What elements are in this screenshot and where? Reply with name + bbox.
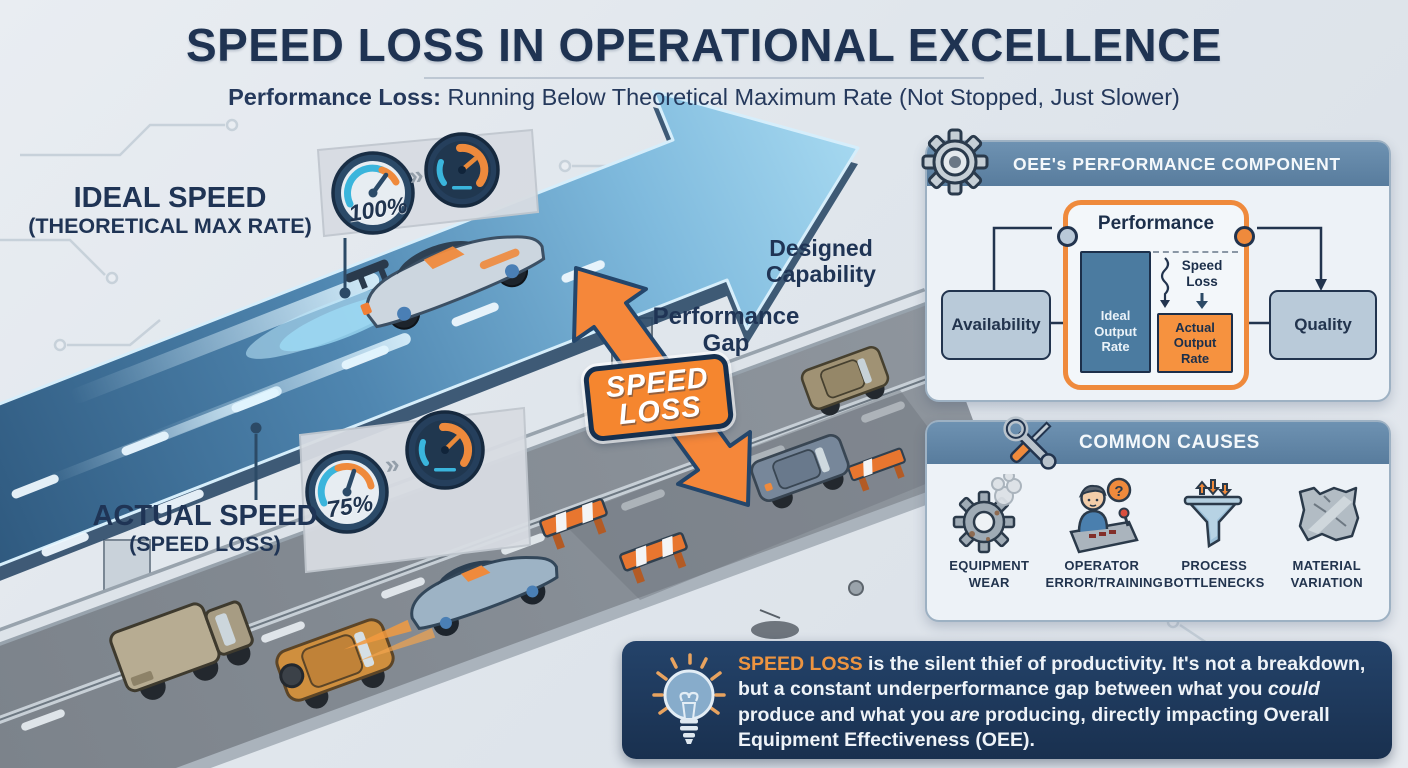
tools-icon (1003, 416, 1057, 470)
causes-panel-header: COMMON CAUSES (927, 416, 1389, 470)
ideal-rate-dashed-line (1153, 251, 1238, 253)
speed-loss-badge: SPEED LOSS (582, 352, 735, 443)
ideal-speedometer (424, 132, 500, 208)
page-title: SPEED LOSS IN OPERATIONAL EXCELLENCE (185, 19, 1223, 71)
oee-diagram: Availability Quality Performance Ideal O… (927, 186, 1389, 398)
actual-speed-label: ACTUAL SPEED (SPEED LOSS) (92, 500, 318, 557)
subtitle-rest: Running Below Theoretical Maximum Rate (… (441, 84, 1180, 110)
ideal-speed-label: IDEAL SPEED (THEORETICAL MAX RATE) (28, 182, 312, 239)
availability-box: Availability (941, 290, 1051, 360)
quality-box: Quality (1269, 290, 1377, 360)
oee-panel-title: OEE's PERFORMANCE COMPONENT (1013, 153, 1341, 174)
actual-speedometer (405, 410, 485, 490)
car-slate (750, 433, 850, 509)
gear-icon (921, 128, 989, 196)
material-icon (1298, 486, 1359, 542)
down-arrow-icon (1196, 293, 1209, 309)
funnel-icon (1184, 479, 1243, 549)
ideal-gauge-panel (316, 128, 540, 299)
squiggle-arrow-icon (1160, 257, 1171, 308)
actual-output-box: Actual Output Rate (1157, 313, 1234, 373)
connector-node-right (1234, 226, 1255, 247)
performance-gap-label: Performance Gap (652, 303, 800, 357)
summary-note-text: SPEED LOSS is the silent thief of produc… (738, 653, 1366, 752)
upper-road-arrow (0, 89, 860, 581)
actual-sports-car (343, 555, 559, 662)
note-highlight: SPEED LOSS (738, 653, 863, 675)
designed-capability-label: Designed Capability (766, 235, 876, 287)
page-subtitle: Performance Loss: Running Below Theoreti… (0, 84, 1408, 111)
car-brown (800, 345, 890, 416)
construction-barriers (539, 447, 906, 584)
gauge-75-percent (305, 450, 389, 534)
worn-gear-icon (953, 474, 1023, 554)
title-divider (424, 77, 984, 79)
actual-gauge-panel (250, 406, 532, 574)
connector-node-left (1057, 226, 1078, 247)
subtitle-bold: Performance Loss: (228, 84, 442, 110)
ideal-output-bar: Ideal Output Rate (1080, 251, 1152, 373)
speed-loss-gap-label: Speed Loss (1181, 258, 1223, 289)
gauge-100-percent (331, 151, 415, 235)
oee-performance-panel: OEE's PERFORMANCE COMPONENT Availability… (921, 128, 1391, 402)
summary-note-panel: SPEED LOSS is the silent thief of produc… (622, 641, 1392, 759)
performance-title: Performance (1097, 213, 1215, 234)
causes-panel-title: COMMON CAUSES (1079, 432, 1260, 453)
truck (109, 600, 254, 700)
common-causes-panel: COMMON CAUSES (925, 416, 1391, 622)
oee-connector-lines (992, 226, 1327, 325)
performance-container: Performance Ideal Output Rate Speed Loss… (1057, 200, 1255, 390)
lightbulb-icon (652, 653, 726, 744)
oee-panel-header: OEE's PERFORMANCE COMPONENT (921, 128, 1389, 196)
operator-icon: ? (1069, 477, 1139, 554)
svg-text:?: ? (1114, 483, 1123, 500)
ideal-sports-car (279, 235, 546, 352)
